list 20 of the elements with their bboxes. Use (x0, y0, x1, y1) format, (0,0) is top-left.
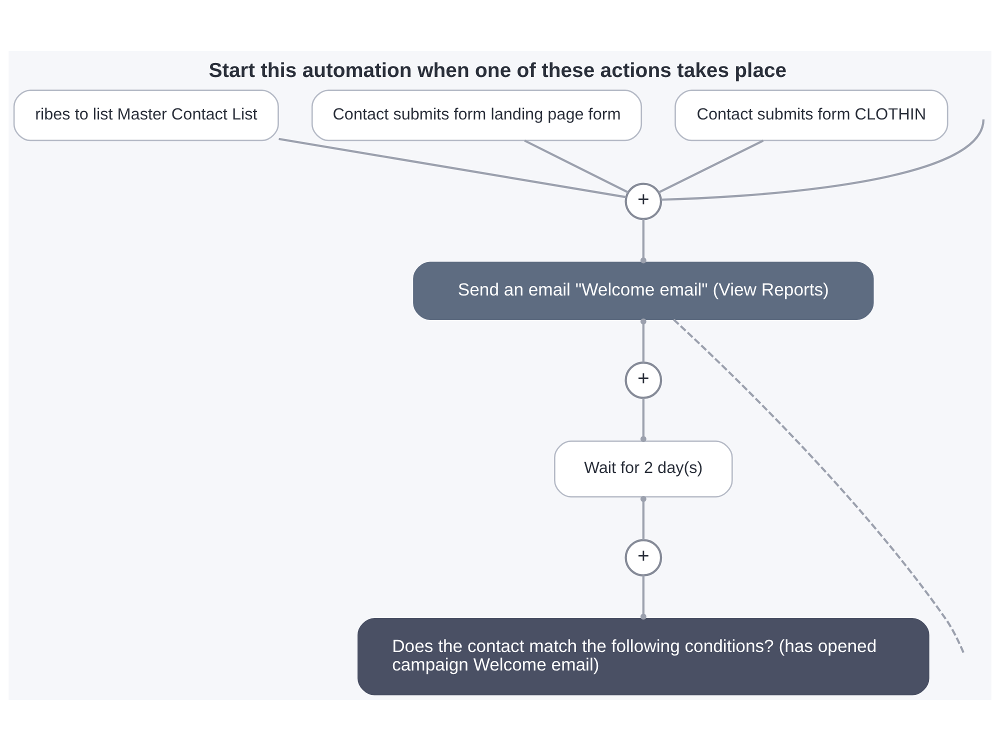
node-box: Does the contact match the following conditions? (has opened campaign Welcome email) (358, 618, 930, 695)
connector (640, 318, 646, 362)
connector (278, 137, 626, 198)
node-box: Contact submits form landing page form (311, 89, 642, 141)
connector (673, 318, 965, 654)
node-box: Contact submits form CLOTHIN (674, 89, 948, 141)
connector (658, 139, 764, 193)
node-box: ribes to list Master Contact List (13, 89, 279, 141)
connector (640, 218, 646, 263)
connector (640, 574, 646, 620)
connector (640, 398, 646, 442)
node-box: Send an email "Welcome email" (View Reports) (413, 261, 874, 320)
connector (640, 496, 646, 540)
diagram-title: Start this automation when one of these actions takes place (208, 59, 787, 82)
connector (661, 118, 985, 200)
node-circle: + (624, 361, 662, 398)
node-box: Wait for 2 day(s) (554, 440, 733, 497)
connector (524, 139, 629, 193)
node-circle: + (624, 182, 662, 220)
node-circle: + (624, 538, 662, 576)
